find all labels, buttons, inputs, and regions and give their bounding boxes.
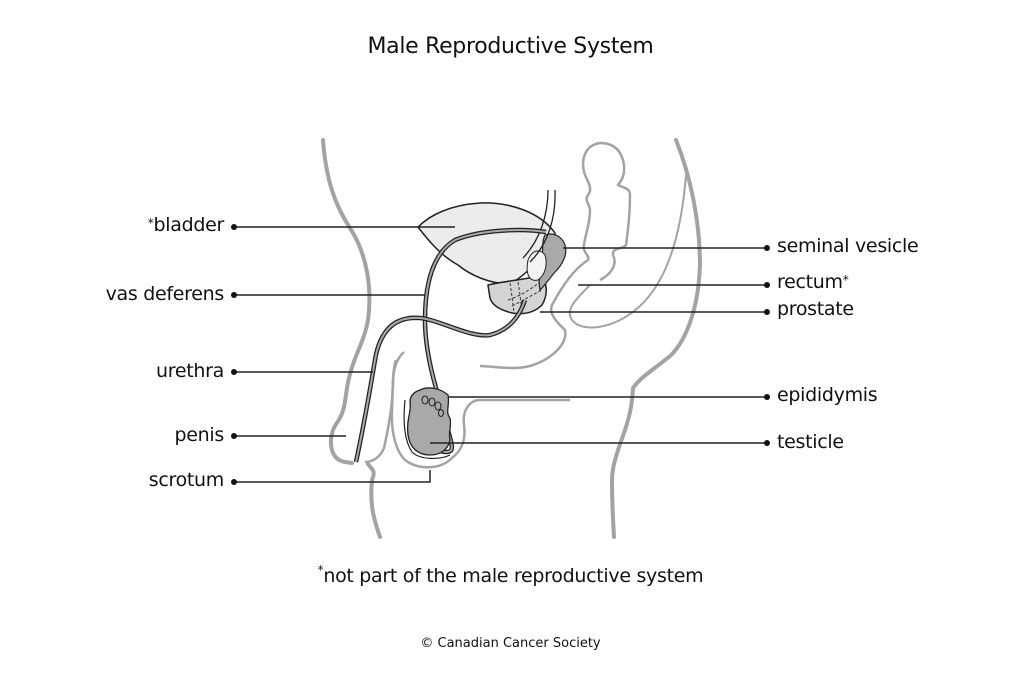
label-penis: penis (174, 424, 225, 446)
label-rectum: rectum* (777, 271, 849, 293)
label-vas-deferens: vas deferens (105, 283, 225, 305)
leader-scrotum (234, 470, 431, 483)
front-body-outline (321, 138, 372, 465)
ureter (522, 189, 556, 263)
label-epididymis: epididymis (777, 384, 878, 406)
testicle-shape (406, 387, 452, 456)
footnote: *not part of the male reproductive syste… (317, 563, 704, 587)
penis-inner-outline (364, 351, 405, 464)
sacrum-outline (599, 141, 632, 282)
label-prostate: prostate (777, 298, 854, 320)
label-scrotum: scrotum (148, 469, 225, 491)
label-testicle: testicle (777, 431, 844, 453)
gluteal-line (568, 174, 687, 329)
epididymis-coils (421, 395, 444, 417)
rectum-outline (479, 141, 601, 370)
ampulla-shape (526, 250, 547, 281)
back-body-outline (609, 138, 703, 539)
leader-dots (231, 224, 770, 485)
prostate-dashed-urethra (507, 281, 543, 314)
label-bladder: *bladder (147, 214, 225, 236)
label-seminal-vesicle: seminal vesicle (777, 235, 919, 257)
leg-outline (366, 462, 382, 539)
copyright: © Canadian Cancer Society (420, 636, 601, 651)
leader-lines (234, 226, 767, 483)
label-urethra: urethra (156, 360, 224, 382)
scrotum-inner-line (403, 399, 451, 459)
prostate-shape (487, 275, 547, 315)
diagram-title: Male Reproductive System (367, 34, 654, 59)
